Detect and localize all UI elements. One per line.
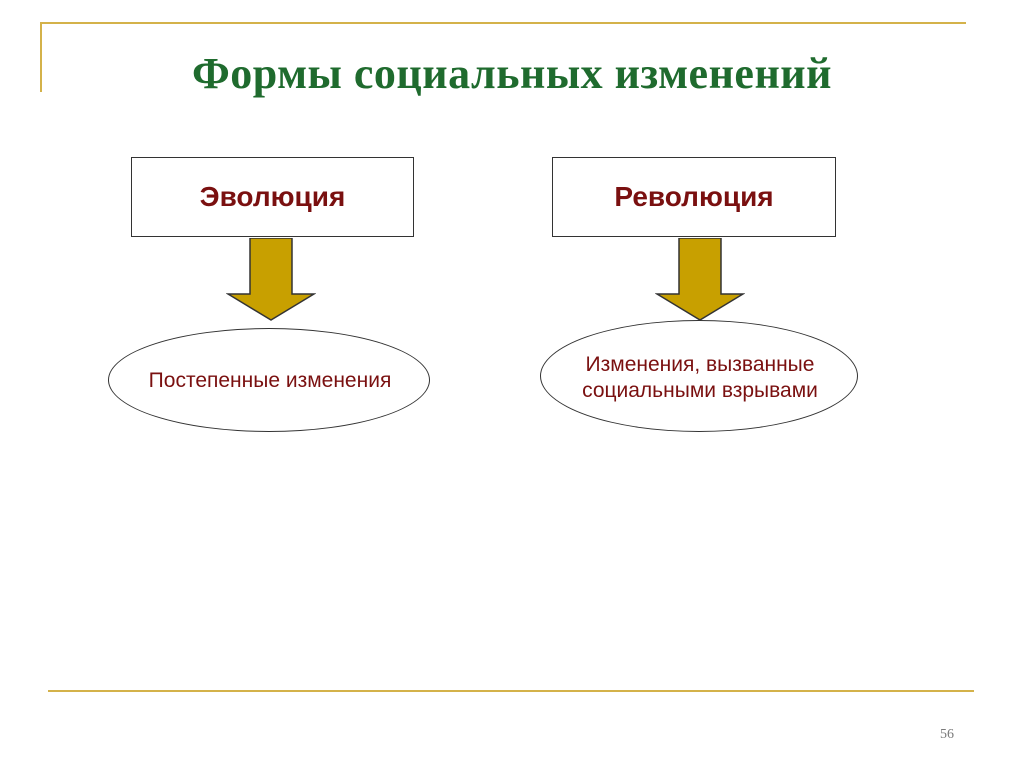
social-explosions-text-line1: Изменения, вызванные xyxy=(585,353,815,376)
frame-line-top xyxy=(40,22,966,24)
frame-line-left xyxy=(40,22,42,92)
frame-line-bottom xyxy=(48,690,974,692)
down-arrow-icon xyxy=(226,238,316,321)
revolution-box: Революция xyxy=(552,157,836,237)
evolution-box: Эволюция xyxy=(131,157,414,237)
social-explosions-text: Изменения, вызванные социальными взрывам… xyxy=(520,352,880,404)
social-explosions-text-line2: социальными взрывами xyxy=(582,379,818,402)
slide-title: Формы социальных изменений xyxy=(191,49,833,98)
down-arrow-icon xyxy=(655,238,745,321)
gradual-changes-ellipse xyxy=(108,328,430,432)
page-number: 56 xyxy=(940,727,954,742)
gradual-changes-text: Постепенные изменения xyxy=(148,369,392,392)
social-explosions-ellipse xyxy=(540,320,858,432)
revolution-label: Революция xyxy=(614,181,774,212)
evolution-label: Эволюция xyxy=(199,181,346,212)
